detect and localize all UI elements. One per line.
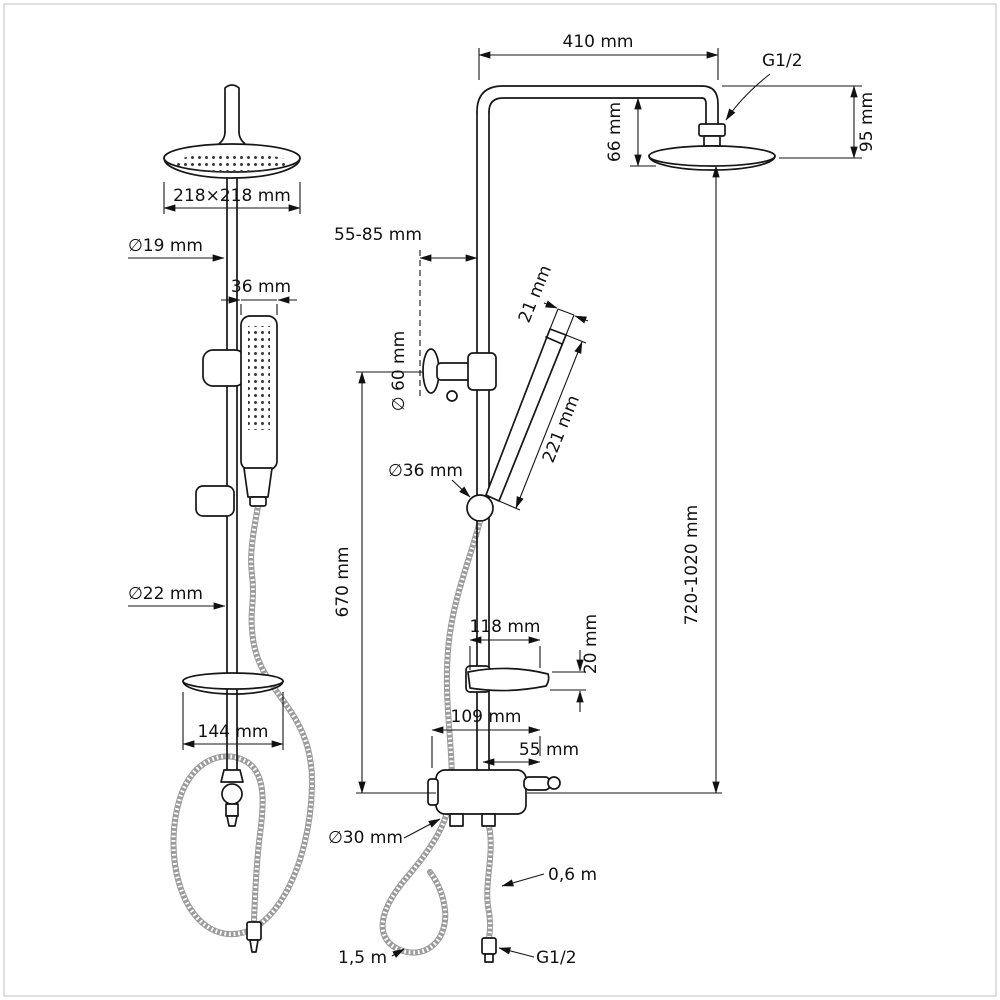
dim-bracket-diameter: ∅ 60 mm [389, 331, 409, 411]
label-pipe-diameter: ∅19 mm [128, 236, 203, 256]
right-mixer [427, 769, 561, 827]
dim-mixer-width: 109 mm [431, 707, 541, 768]
label-bracket-diameter: ∅ 60 mm [389, 331, 409, 411]
right-overhead-shower [648, 145, 776, 171]
dim-holder-diameter: ∅36 mm [388, 461, 471, 498]
right-shower-hose-long [379, 518, 483, 956]
dim-spout-offset: 55 mm [482, 740, 579, 766]
hand-shower-holder [466, 494, 494, 522]
hose-fitting [481, 937, 497, 955]
dim-shelf-depth: 118 mm [469, 617, 541, 670]
label-shelf-thickness: 20 mm [581, 614, 601, 674]
label-total-height: 720-1020 mm [682, 505, 702, 625]
left-overhead-shower [163, 143, 301, 179]
label-head-size: 218×218 mm [173, 186, 291, 206]
dim-top-thread: G1/2 [725, 51, 803, 121]
label-handset-length: 221 mm [539, 392, 584, 465]
label-shelf-depth: 118 mm [470, 617, 541, 637]
wall-bracket [195, 485, 235, 517]
dim-bottom-thread: G1/2 [498, 947, 577, 968]
dim-wall-distance: 55-85 mm [334, 225, 478, 262]
label-top-thread: G1/2 [762, 51, 803, 71]
label-arm-length: 410 mm [563, 32, 634, 52]
dim-head-size: 218×218 mm [163, 182, 301, 214]
left-shower-hose [170, 503, 316, 953]
arm-connector-nut [698, 123, 726, 137]
dim-mixer-diameter: ∅30 mm [328, 818, 441, 848]
diverter-knob [221, 783, 243, 805]
left-soap-shelf [182, 672, 284, 695]
dim-handset-diameter: 21 mm [515, 262, 589, 336]
dim-handset-width: 36 mm [221, 277, 297, 315]
page-border [3, 3, 997, 997]
label-mixer-width: 109 mm [451, 707, 522, 727]
left-diverter [220, 769, 244, 827]
label-spout-offset: 55 mm [519, 740, 579, 760]
dim-head-offset: 95 mm [722, 85, 877, 159]
right-supply-hose-short [481, 823, 497, 963]
label-handset-diameter: 21 mm [515, 262, 556, 325]
slider-clamp [202, 349, 246, 387]
right-soap-shelf [465, 665, 550, 693]
dim-total-height: 720-1020 mm [527, 165, 722, 794]
left-hand-shower [240, 315, 278, 507]
label-handset-width: 36 mm [231, 277, 291, 297]
label-column-height: 670 mm [333, 547, 353, 618]
dim-column-height: 670 mm [333, 371, 436, 794]
right-wall-bracket [422, 348, 497, 402]
label-lower-pipe-diameter: ∅22 mm [128, 584, 203, 604]
label-head-offset: 95 mm [857, 92, 877, 152]
label-mixer-diameter: ∅30 mm [328, 828, 403, 848]
mixer-handle [523, 776, 551, 791]
hose-fitting [246, 921, 262, 941]
right-view: 410 mm G1/2 95 mm 66 mm 55-85 mm ∅ 60 mm [328, 32, 877, 968]
dim-shelf-width: 144 mm [182, 692, 284, 750]
dim-short-hose: 0,6 m [501, 865, 597, 887]
label-holder-diameter: ∅36 mm [388, 461, 463, 481]
dim-pipe-diameter: ∅19 mm [128, 236, 225, 262]
label-long-hose: 1,5 m [338, 948, 387, 968]
dim-lower-pipe-diameter: ∅22 mm [128, 584, 226, 610]
label-head-drop: 66 mm [605, 102, 625, 162]
label-shelf-width: 144 mm [198, 722, 269, 742]
dim-arm-length: 410 mm [478, 32, 719, 80]
dim-shelf-thickness: 20 mm [550, 614, 601, 712]
label-bottom-thread: G1/2 [536, 948, 577, 968]
hand-spray-face [248, 326, 270, 430]
left-view: 218×218 mm ∅19 mm 36 mm ∅22 mm 144 mm [128, 84, 316, 953]
dim-long-hose: 1,5 m [338, 948, 405, 968]
label-wall-distance: 55-85 mm [334, 225, 422, 245]
dim-head-drop: 66 mm [605, 97, 656, 167]
label-short-hose: 0,6 m [548, 865, 597, 885]
spray-face [175, 153, 289, 173]
